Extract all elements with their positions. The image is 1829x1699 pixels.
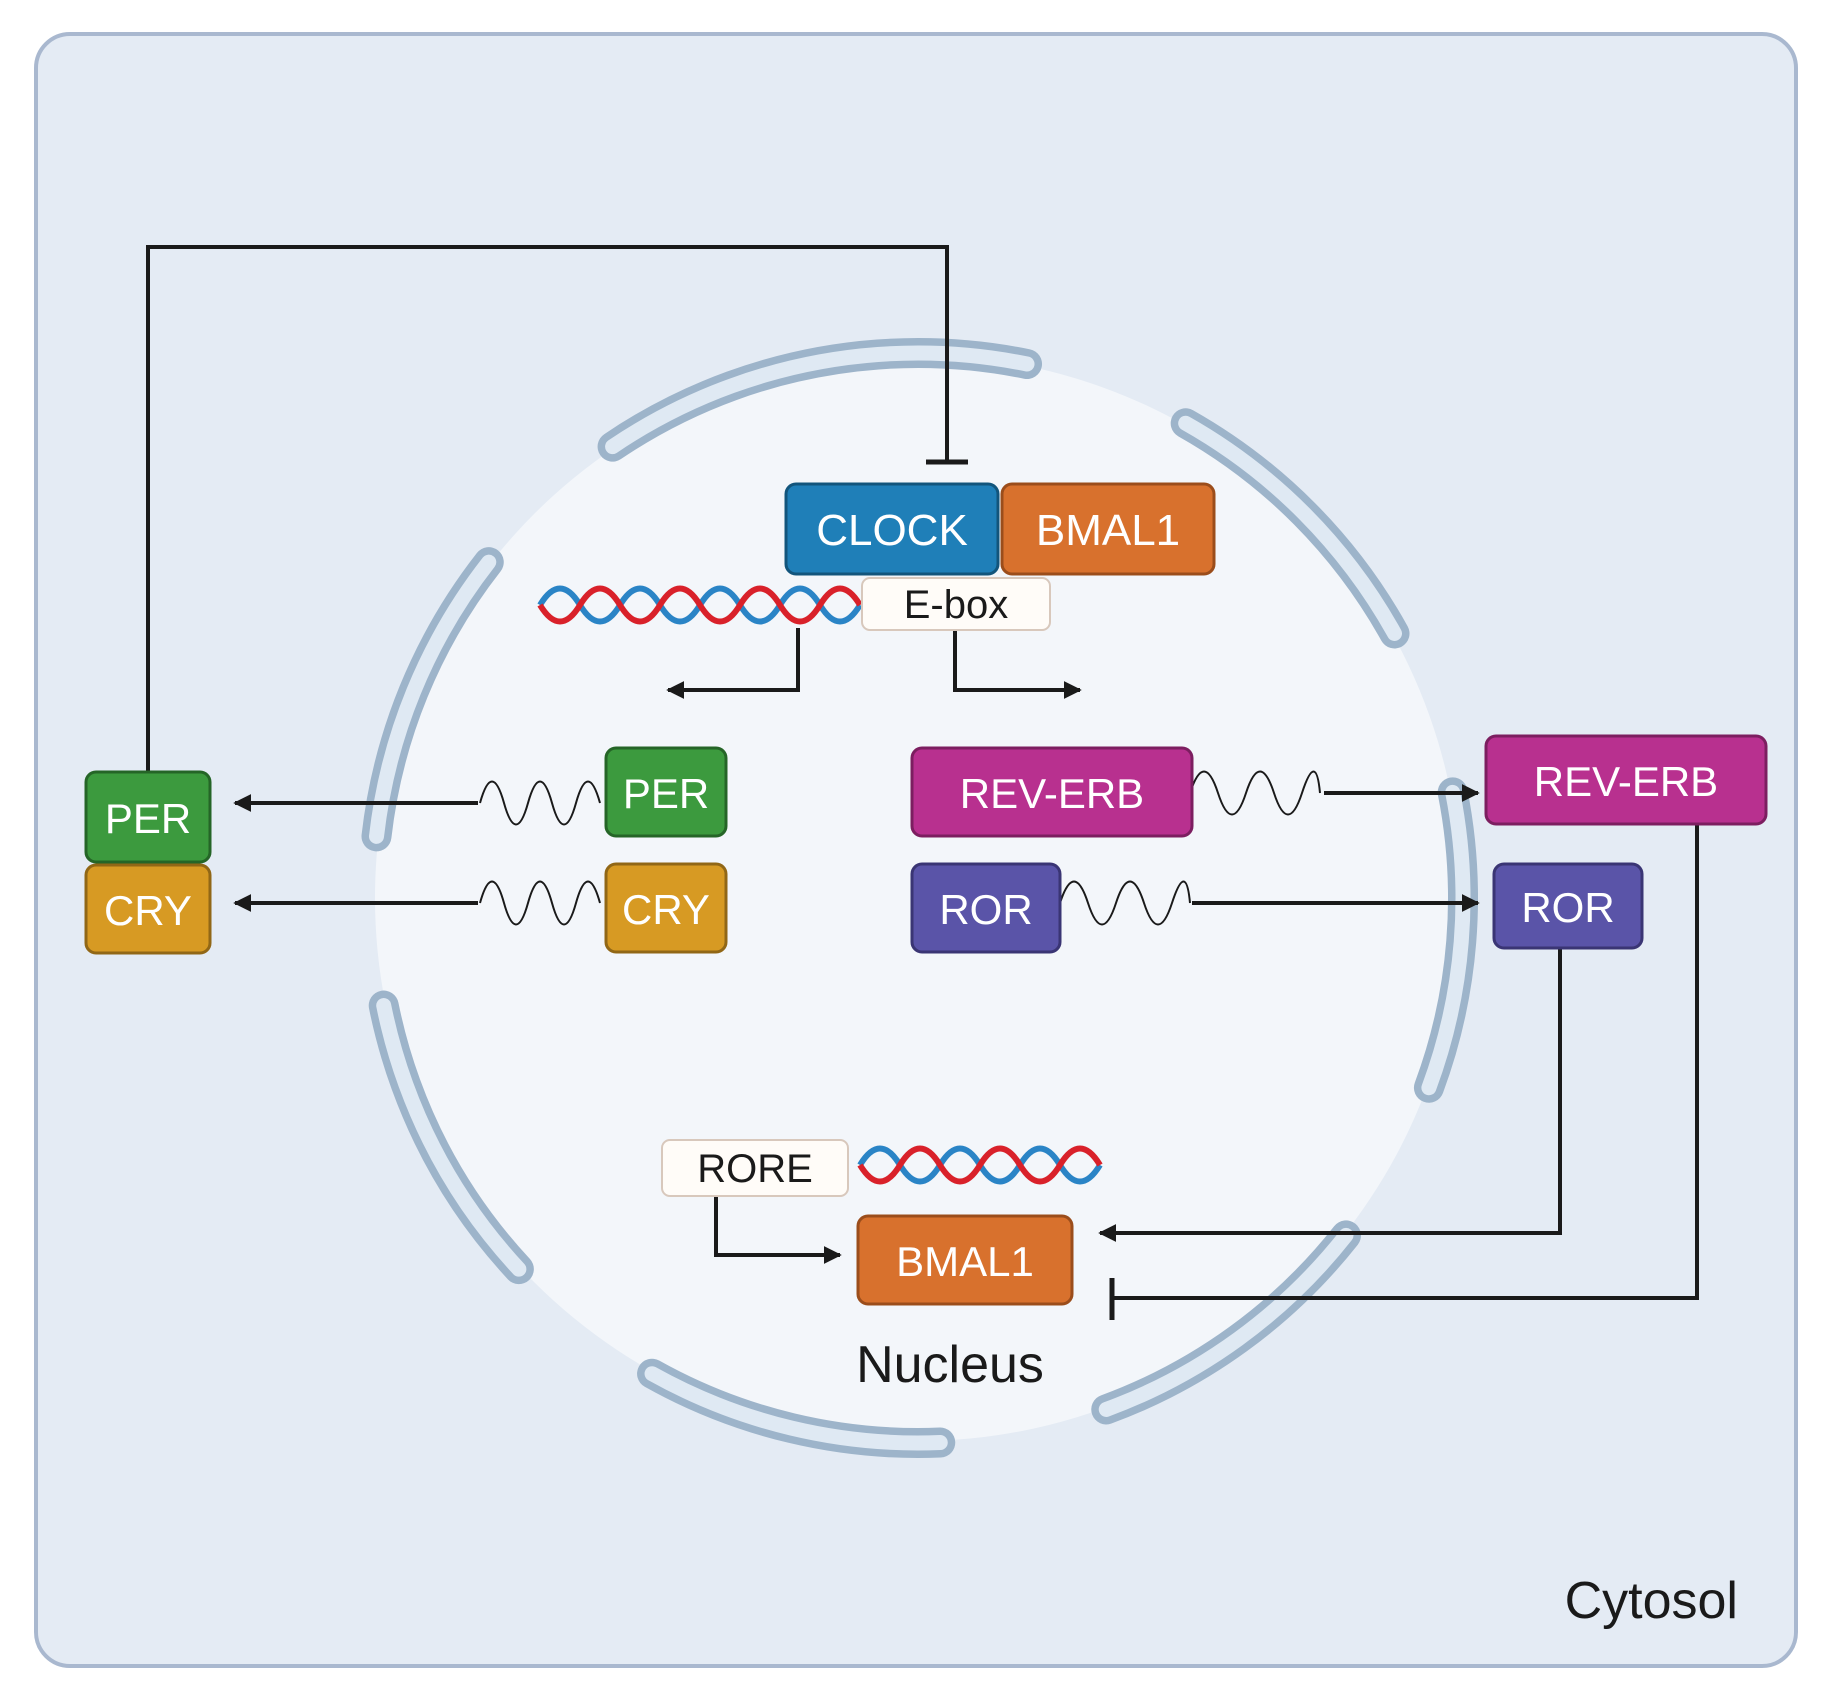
ror-cytosol-label: ROR bbox=[1521, 884, 1614, 931]
ror-nuclear-label: ROR bbox=[939, 886, 1032, 933]
reverb-nuclear-box: REV-ERB bbox=[910, 746, 1194, 838]
ebox-label: E-box bbox=[904, 583, 1009, 627]
per-cry-inhibition-line bbox=[146, 245, 949, 772]
reverb-mrna bbox=[1189, 770, 1321, 816]
cry-cytosol-box: CRY bbox=[84, 863, 212, 955]
per-cytosol-box: PER bbox=[84, 770, 212, 864]
per-mrna bbox=[479, 780, 601, 826]
reverb-nuclear-label: REV-ERB bbox=[960, 770, 1144, 817]
rore-element: RORE bbox=[661, 1139, 849, 1197]
transcription-arrow-right bbox=[953, 628, 1082, 699]
nuclear-envelope bbox=[358, 338, 1478, 1458]
cry-mrna bbox=[479, 880, 601, 926]
cry-cytosol-label: CRY bbox=[104, 887, 192, 934]
nucleus-label: Nucleus bbox=[856, 1336, 1044, 1394]
bmal1-bottom-label: BMAL1 bbox=[896, 1238, 1034, 1285]
ebox-element: E-box bbox=[861, 577, 1051, 631]
clock-label: CLOCK bbox=[816, 506, 968, 555]
per-cytosol-label: PER bbox=[105, 795, 191, 842]
per-nuclear-label: PER bbox=[623, 770, 709, 817]
rore-label: RORE bbox=[697, 1147, 813, 1191]
bmal1-top-box: BMAL1 bbox=[1000, 482, 1216, 576]
ror-activation-arrow bbox=[1098, 948, 1562, 1242]
reverb-inhibition-line bbox=[1112, 823, 1699, 1300]
ror-nuclear-box: ROR bbox=[910, 862, 1062, 954]
rore-transcription-arrow bbox=[714, 1195, 842, 1264]
transcription-arrow-left bbox=[666, 628, 800, 699]
bmal1-bottom-box: BMAL1 bbox=[856, 1214, 1074, 1306]
ror-cytosol-box: ROR bbox=[1492, 862, 1644, 950]
mrna-lines bbox=[479, 770, 1321, 926]
ror-mrna bbox=[1059, 880, 1191, 926]
dna-helix-ebox bbox=[537, 585, 863, 625]
reverb-cytosol-box: REV-ERB bbox=[1484, 734, 1768, 826]
dna-helix-rore bbox=[857, 1145, 1103, 1185]
cytosol-label: Cytosol bbox=[1565, 1572, 1738, 1630]
per-nuclear-box: PER bbox=[604, 746, 728, 838]
clock-box: CLOCK bbox=[784, 482, 1000, 576]
bmal1-top-label: BMAL1 bbox=[1036, 506, 1180, 555]
cry-nuclear-label: CRY bbox=[622, 886, 710, 933]
cry-nuclear-box: CRY bbox=[604, 862, 728, 954]
reverb-cytosol-label: REV-ERB bbox=[1534, 758, 1718, 805]
